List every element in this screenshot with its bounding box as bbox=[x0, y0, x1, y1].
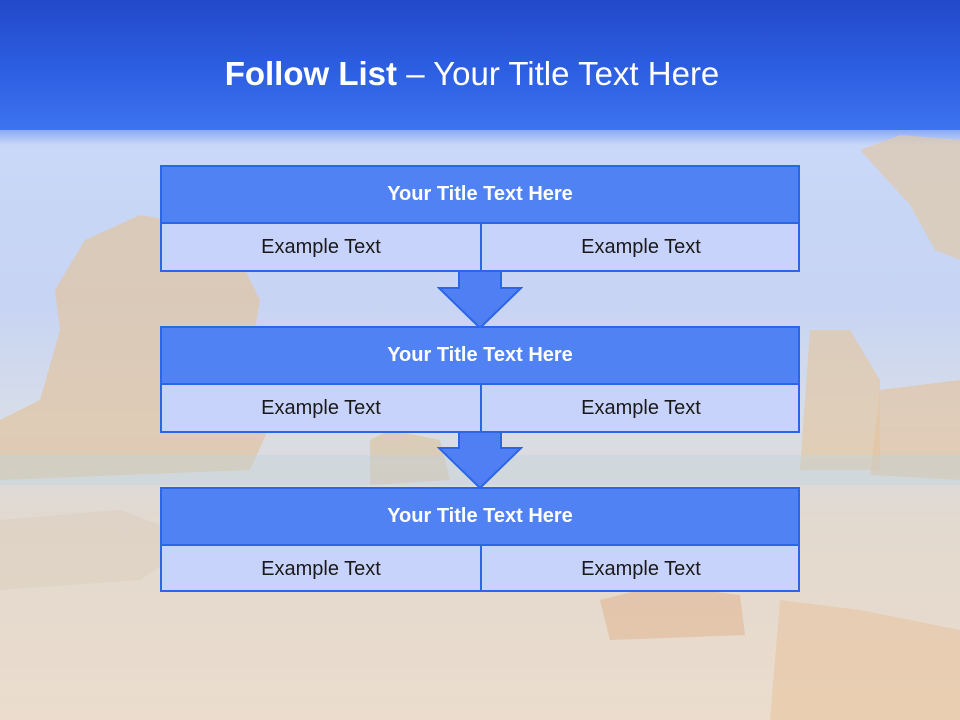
step-text-right: Example Text bbox=[581, 236, 701, 258]
slide-title-bold: Follow List bbox=[224, 55, 398, 92]
slide-title-rest: – Your Title Text Here bbox=[406, 55, 720, 92]
step-text-right: Example Text bbox=[581, 397, 701, 419]
step-block-2: Your Title Text Here Example Text Exampl… bbox=[160, 326, 800, 433]
step-text-right: Example Text bbox=[581, 558, 701, 580]
step-text-left: Example Text bbox=[162, 385, 482, 431]
step-block-1: Your Title Text Here Example Text Exampl… bbox=[160, 165, 800, 272]
step-text-left: Example Text bbox=[162, 546, 482, 592]
down-arrow-icon bbox=[437, 430, 523, 490]
step-title: Your Title Text Here bbox=[162, 167, 798, 224]
step-text-left: Example Text bbox=[162, 224, 482, 270]
step-block-3: Your Title Text Here Example Text Exampl… bbox=[160, 487, 800, 592]
step-title: Your Title Text Here bbox=[162, 328, 798, 385]
title-bar: Follow List – Your Title Text Here bbox=[0, 0, 960, 130]
slide-title: Follow List – Your Title Text Here bbox=[0, 52, 944, 96]
step-title: Your Title Text Here bbox=[162, 489, 798, 546]
down-arrow-icon bbox=[437, 270, 523, 330]
